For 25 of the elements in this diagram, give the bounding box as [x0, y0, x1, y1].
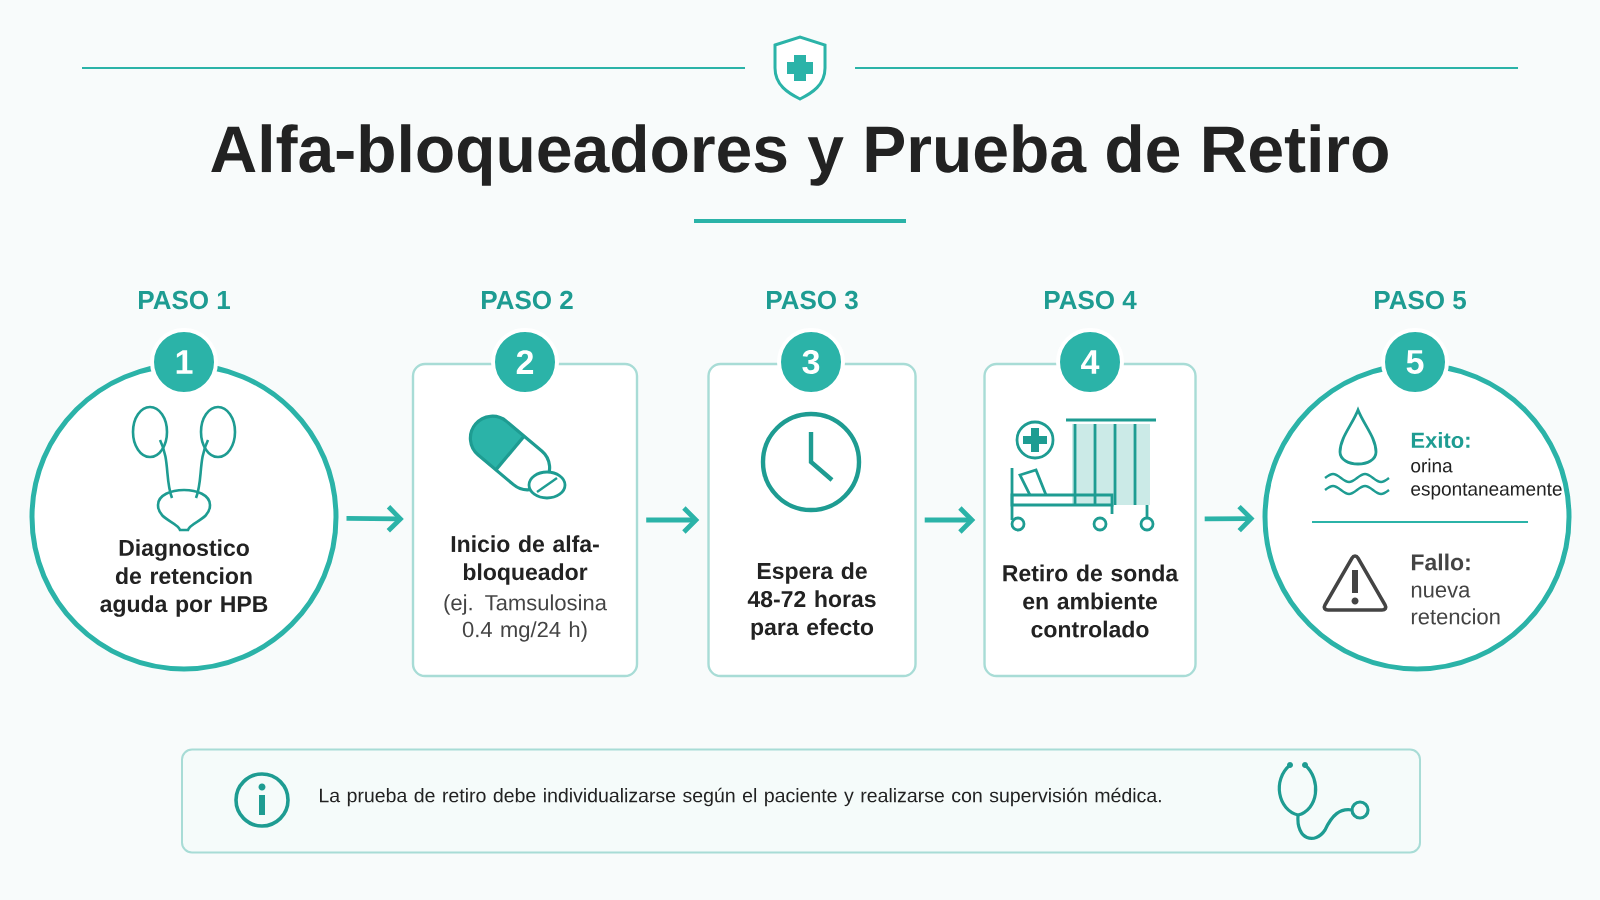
arrow: [1204, 504, 1255, 533]
step-text: nueva retencion: [1411, 585, 1500, 625]
step-heading: PASO 4: [1045, 290, 1137, 310]
title: Alfa-bloqueadores y Prueba de Retiro: [211, 124, 1388, 186]
arrow: [924, 506, 976, 534]
number-badge: 4: [1056, 328, 1124, 396]
step-text: Inicio de alfa-bloqueador: [451, 535, 599, 585]
step-heading: PASO 3: [767, 290, 858, 310]
step-heading: PASO 2: [482, 290, 573, 310]
number-badge: 3: [777, 328, 845, 396]
step-text: (ej. Tamsulosina 0.4 mg/24 h): [444, 594, 607, 642]
step-heading: PASO 5: [1375, 290, 1466, 310]
number-badge: 5: [1381, 328, 1449, 396]
arrow: [646, 506, 700, 534]
step-text: Fallo:: [1411, 553, 1470, 571]
step-text: Retiro de sonda en ambiente controlado: [1003, 564, 1179, 638]
step-heading: PASO 1: [139, 290, 230, 310]
step-text: La prueba de retiro debe individualizarse según el paciente y realizarse con supervisión médica.: [320, 787, 1161, 807]
arrow: [346, 505, 404, 533]
step-text: orina espontaneamente: [1411, 458, 1562, 500]
step-text: Diagnostico de retencion aguda por HPB: [100, 539, 268, 617]
step-text: Espera de 48-72 horas para efecto: [747, 562, 876, 640]
number-badge: 1: [150, 328, 218, 396]
step-text: Exito:: [1411, 431, 1470, 449]
number-badge: 2: [491, 328, 559, 396]
